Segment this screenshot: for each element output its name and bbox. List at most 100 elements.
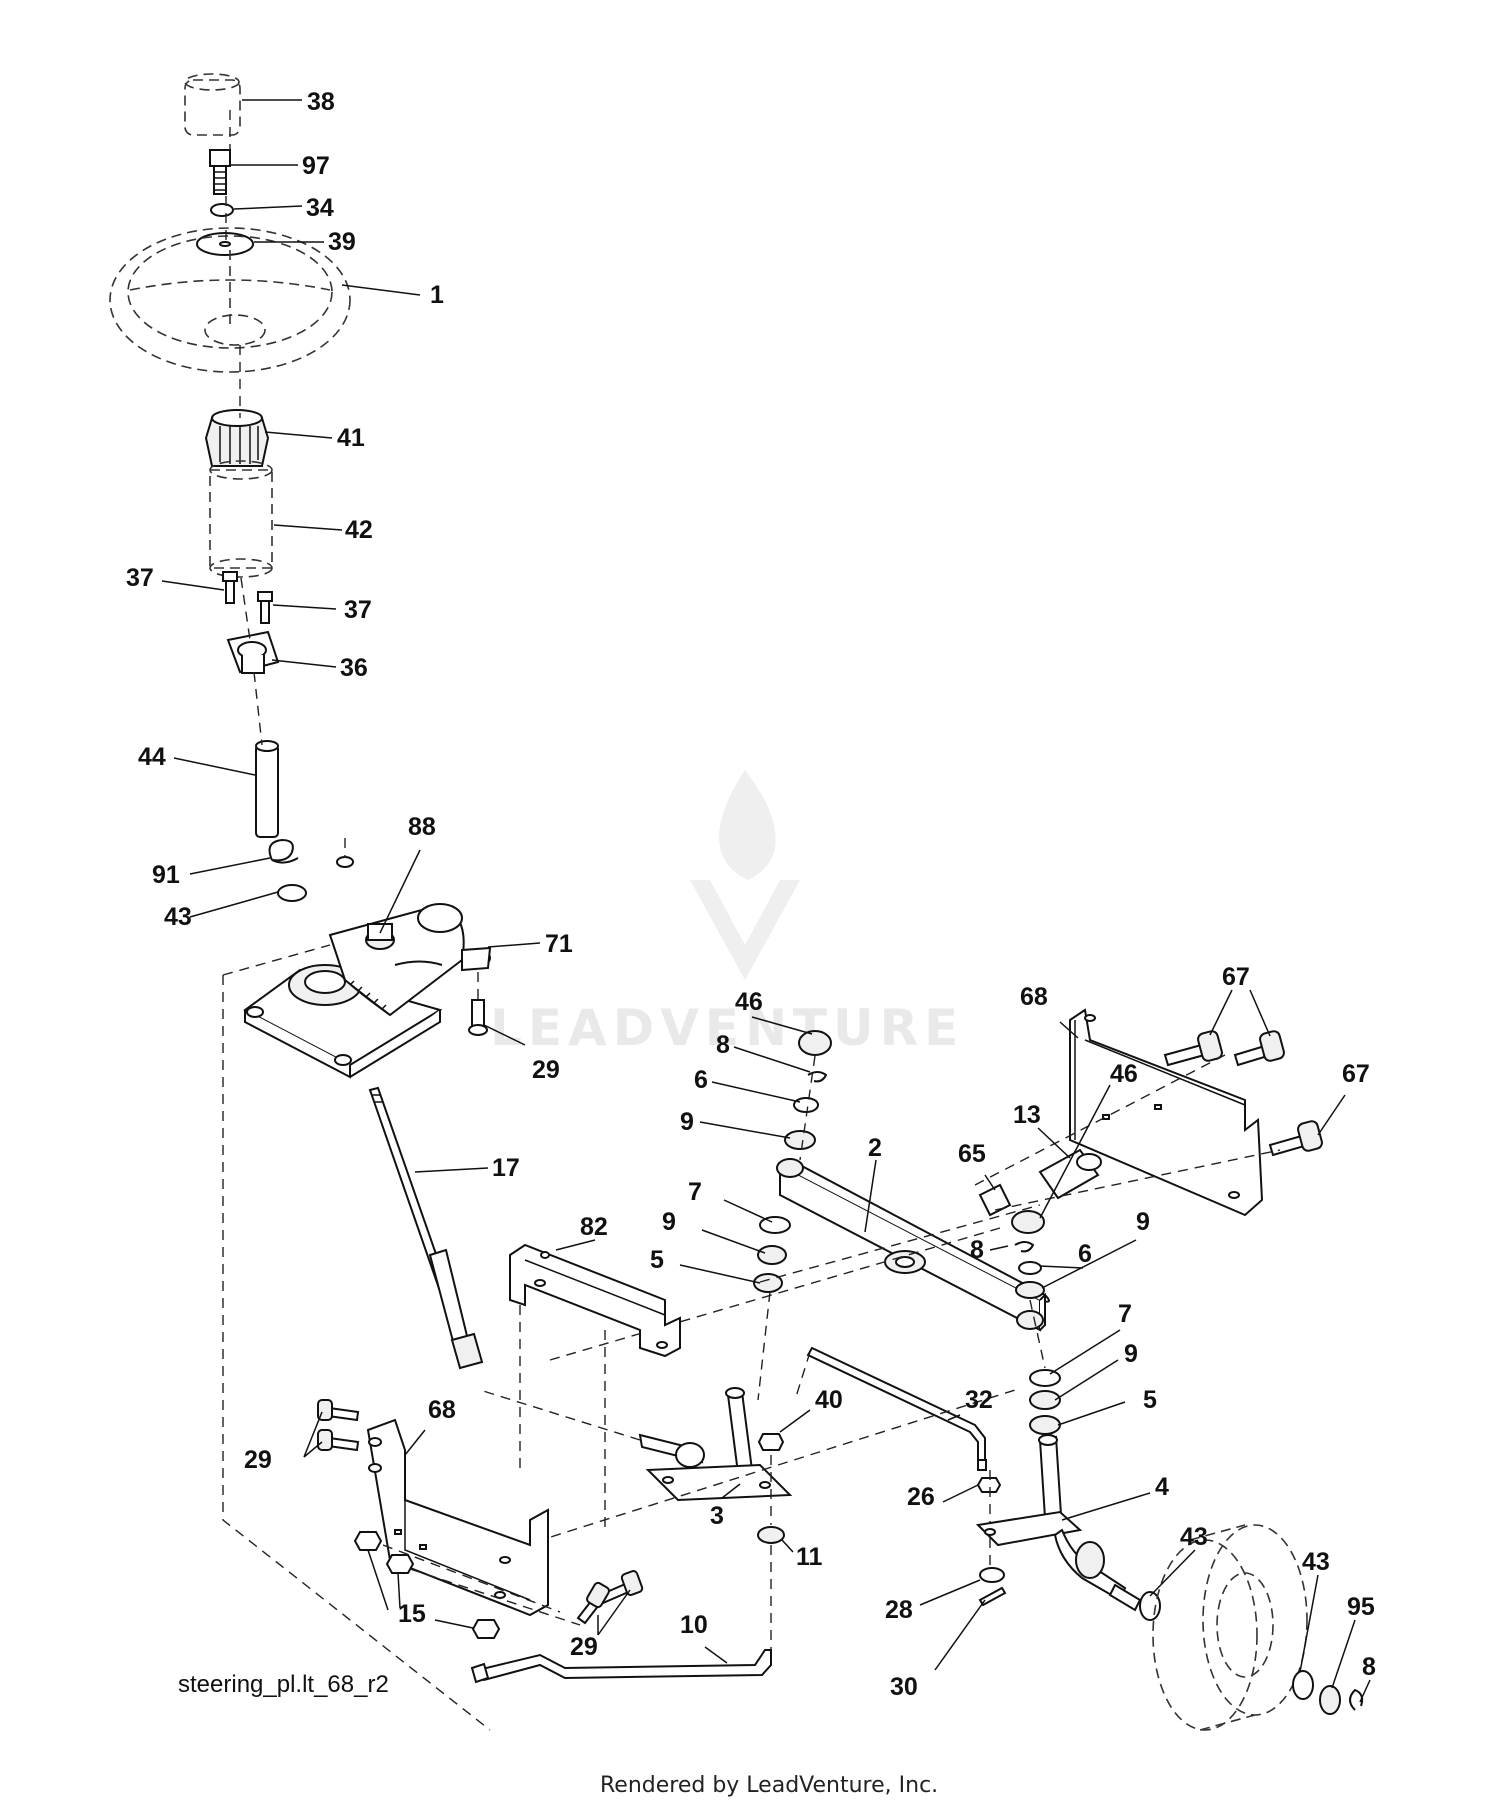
callout-95: 95 xyxy=(1347,1593,1375,1621)
bolt-icon xyxy=(317,1429,360,1452)
callout-8-wheel: 8 xyxy=(1362,1653,1376,1681)
bolt-icon xyxy=(209,149,231,195)
drag-link-icon xyxy=(794,1346,987,1471)
bolt-icon xyxy=(317,1399,360,1422)
callout-43-gear: 43 xyxy=(164,903,192,931)
callout-8-right: 8 xyxy=(970,1236,984,1264)
callout-40: 40 xyxy=(815,1386,843,1414)
flat-washer-icon xyxy=(757,1245,787,1265)
callout-labels: 38 97 34 39 1 41 42 37 37 36 44 88 91 43… xyxy=(126,88,1376,1701)
callout-8-left: 8 xyxy=(716,1031,730,1059)
callout-71: 71 xyxy=(545,930,573,958)
splined-adapter-icon xyxy=(204,409,270,467)
callout-41: 41 xyxy=(337,424,365,452)
flat-washer-icon xyxy=(277,884,307,902)
front-axle-beam-icon xyxy=(776,1158,1050,1332)
callout-68-left: 68 xyxy=(428,1396,456,1424)
lock-washer-icon xyxy=(210,203,234,217)
callout-43-axle: 43 xyxy=(1180,1523,1208,1551)
callout-36: 36 xyxy=(340,654,368,682)
shaft-icon xyxy=(255,740,279,838)
callout-9-left-top: 9 xyxy=(680,1108,694,1136)
flat-washer-icon xyxy=(1292,1670,1314,1700)
callout-29-left: 29 xyxy=(244,1446,272,1474)
diagram-caption: steering_pl.lt_68_r2 xyxy=(178,1671,389,1698)
e-clip-icon xyxy=(1014,1241,1035,1253)
e-clip-icon xyxy=(807,1071,828,1083)
steering-column-tube-icon xyxy=(209,460,273,578)
callout-91: 91 xyxy=(152,861,180,889)
render-credit: Rendered by LeadVenture, Inc. xyxy=(600,1773,938,1798)
bolt-icon xyxy=(468,999,488,1036)
callout-6-right: 6 xyxy=(1078,1240,1092,1268)
bolt-icon xyxy=(257,591,273,624)
callout-82: 82 xyxy=(580,1213,608,1241)
callout-28: 28 xyxy=(885,1596,913,1624)
callout-67-top: 67 xyxy=(1222,963,1250,991)
front-wheel-icon xyxy=(1152,1524,1308,1731)
steering-gear-assembly xyxy=(222,903,492,1731)
dust-cap-icon xyxy=(798,1030,832,1056)
callout-29-bottom: 29 xyxy=(570,1633,598,1661)
callout-10: 10 xyxy=(680,1611,708,1639)
callout-11: 11 xyxy=(796,1543,823,1571)
callout-29-gear: 29 xyxy=(532,1056,560,1084)
callout-39: 39 xyxy=(328,228,356,256)
callout-46-right: 46 xyxy=(1110,1060,1138,1088)
flat-washer-icon xyxy=(196,232,254,256)
nut-icon xyxy=(385,1554,415,1574)
flat-washer-icon xyxy=(979,1567,1005,1583)
callout-5-left: 5 xyxy=(650,1246,664,1274)
callout-37-left: 37 xyxy=(126,564,154,592)
bolt-icon xyxy=(1163,1030,1223,1067)
flat-washer-icon xyxy=(793,1097,819,1113)
axle-mount-bracket-right-icon xyxy=(1069,1008,1264,1217)
bushing-icon xyxy=(1038,1148,1102,1200)
callout-65: 65 xyxy=(958,1140,986,1168)
watermark-text: LEADVENTURE xyxy=(490,999,964,1057)
callout-2: 2 xyxy=(868,1134,882,1162)
steering-wheel-icon xyxy=(109,227,351,373)
axle-mount-bracket-left-icon xyxy=(366,1418,549,1617)
nut-icon xyxy=(353,1531,383,1551)
callout-26: 26 xyxy=(907,1483,935,1511)
watermark-v-icon xyxy=(690,880,800,980)
bolt-icon xyxy=(365,923,395,950)
steering-cap-icon xyxy=(184,73,241,136)
hairpin-clip-icon xyxy=(268,838,299,864)
bearing-icon xyxy=(1029,1415,1061,1435)
flat-washer-icon xyxy=(1029,1369,1061,1387)
callout-46-left: 46 xyxy=(735,988,763,1016)
flat-washer-icon xyxy=(1015,1281,1045,1299)
callout-6-left: 6 xyxy=(694,1066,708,1094)
callout-9-right-top: 9 xyxy=(1136,1208,1150,1236)
left-spindle-icon xyxy=(638,1387,793,1502)
callout-7-right: 7 xyxy=(1118,1300,1132,1328)
steering-column-parts xyxy=(109,73,354,902)
callout-5-right: 5 xyxy=(1143,1386,1157,1414)
flange-bushing-icon xyxy=(226,630,280,674)
watermark: LEADVENTURE xyxy=(490,770,964,1057)
nut-icon xyxy=(976,1477,1002,1493)
callout-43-wheel: 43 xyxy=(1302,1548,1330,1576)
tie-rod-icon xyxy=(470,1649,772,1684)
flat-washer-icon xyxy=(1029,1390,1061,1410)
leader-lines xyxy=(161,99,1371,1703)
flat-washer-icon xyxy=(1018,1261,1042,1275)
bolt-icon xyxy=(576,1581,610,1625)
nut-icon xyxy=(471,1619,501,1639)
flat-washer-icon xyxy=(336,856,354,868)
right-spindle-icon xyxy=(975,1434,1142,1612)
callout-13: 13 xyxy=(1013,1101,1041,1129)
callout-30: 30 xyxy=(890,1673,918,1701)
callout-42: 42 xyxy=(345,516,373,544)
flat-washer-icon xyxy=(1319,1685,1341,1715)
callout-97: 97 xyxy=(302,152,330,180)
flat-washer-icon xyxy=(784,1130,816,1150)
callout-68-right: 68 xyxy=(1020,983,1048,1011)
callout-17: 17 xyxy=(492,1154,520,1182)
bolt-icon xyxy=(222,571,238,604)
e-clip-icon xyxy=(1349,1688,1364,1711)
dust-cap-icon xyxy=(1011,1210,1045,1234)
